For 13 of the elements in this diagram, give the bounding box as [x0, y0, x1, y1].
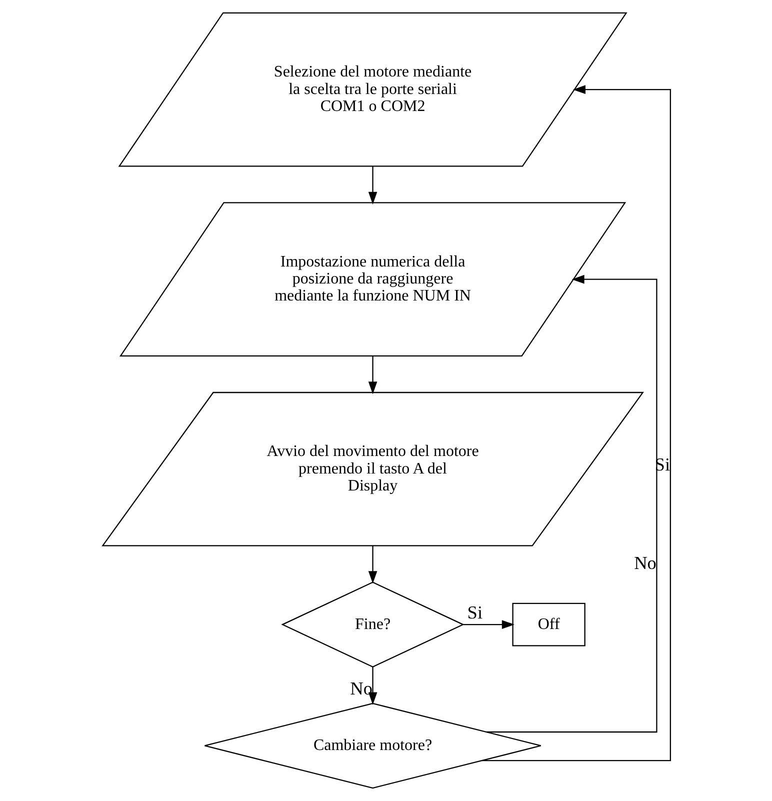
edge-label: No [634, 552, 656, 573]
arrow [368, 546, 377, 584]
arrow [486, 274, 657, 733]
arrow [481, 85, 670, 762]
edge-label: Si [466, 602, 482, 623]
edge-label: No [350, 678, 372, 699]
arrow [368, 356, 377, 394]
arrow [368, 166, 377, 204]
node-diamond: Cambiare motore? [204, 702, 541, 789]
node-diamond: Fine? [280, 582, 464, 668]
node-box: Off [512, 602, 585, 646]
arrow [368, 666, 377, 705]
arrow [462, 620, 514, 629]
